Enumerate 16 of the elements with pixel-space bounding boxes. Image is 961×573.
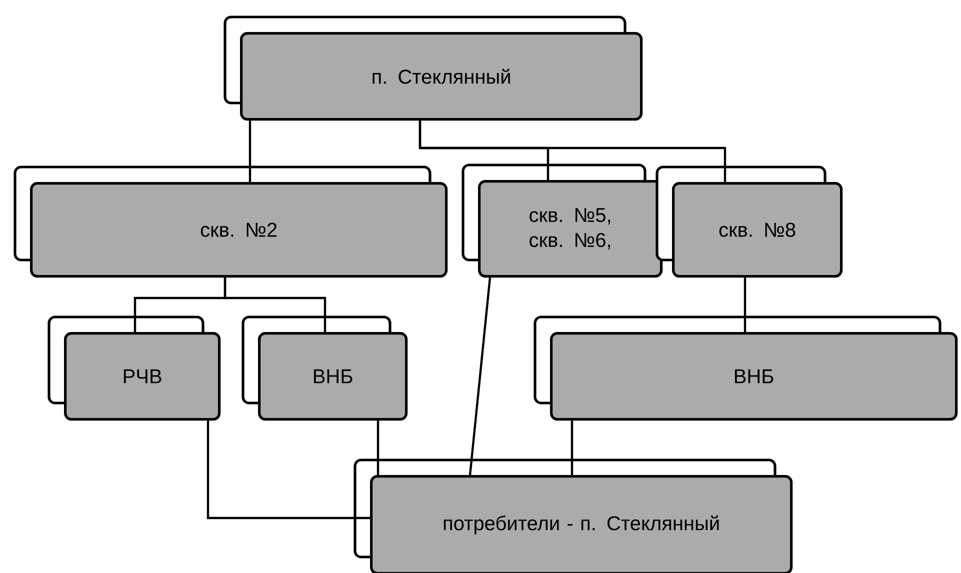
connector-line xyxy=(206,420,370,520)
process-box: скв. №8 xyxy=(656,166,843,278)
connector-line xyxy=(570,420,574,475)
connector-line xyxy=(418,120,726,182)
connector-line xyxy=(468,278,492,476)
process-box: ВНБ xyxy=(534,316,958,421)
process-box: п. Стеклянный xyxy=(224,16,643,121)
process-box: скв. №2 xyxy=(14,166,448,278)
process-box: ВНБ xyxy=(242,316,408,421)
process-box: потребители - п. Стеклянный xyxy=(354,458,793,573)
connector-line xyxy=(248,120,252,182)
connector-line xyxy=(376,420,380,475)
process-box: скв. №5, скв. №6, xyxy=(462,164,663,278)
process-box: РЧВ xyxy=(48,316,221,421)
connector-line xyxy=(224,278,326,332)
connector-line xyxy=(744,278,746,332)
